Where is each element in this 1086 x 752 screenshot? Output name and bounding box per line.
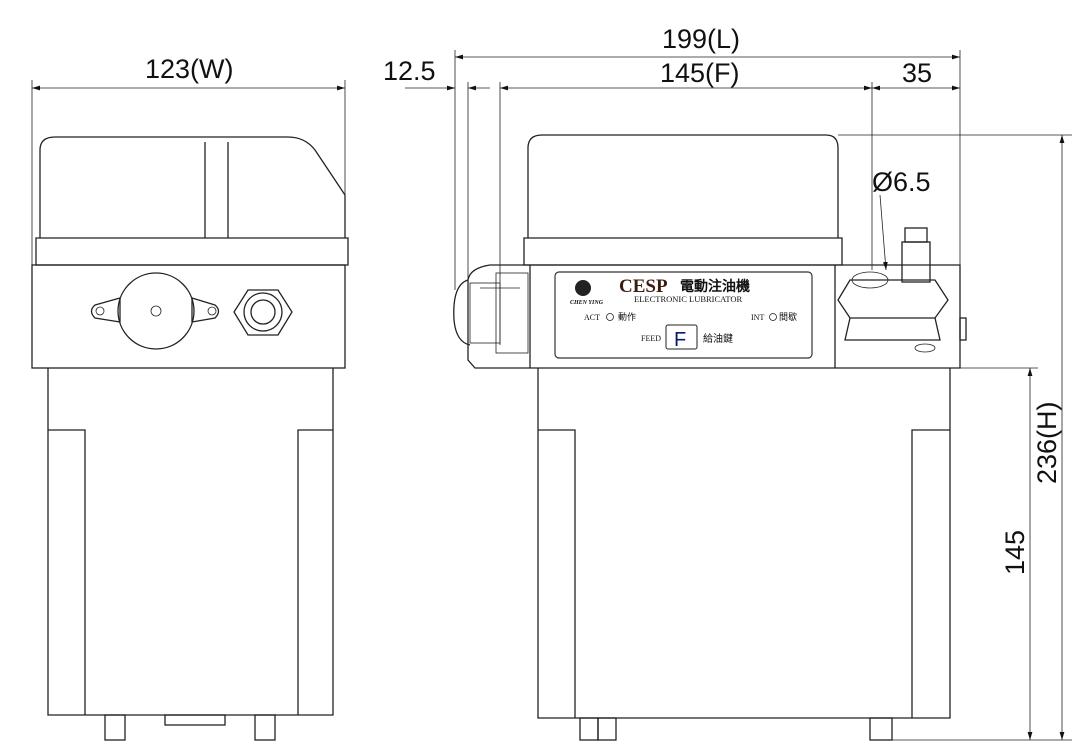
lower-body xyxy=(47,368,334,716)
lid xyxy=(39,136,346,238)
int-led-icon xyxy=(769,313,777,321)
dim-offset: 12.5 xyxy=(383,56,436,86)
side-view: CHEN YING CESP 電動注油機 ELECTRONIC LUBRICAT… xyxy=(453,134,967,741)
dim-height: 236(H) xyxy=(1032,401,1062,484)
lid-flange xyxy=(523,237,843,266)
lid-flange xyxy=(35,237,349,266)
upper-body xyxy=(467,264,961,369)
connector-socket xyxy=(90,272,220,350)
lower-body xyxy=(537,368,951,719)
dim-length: 199(L) xyxy=(662,24,740,54)
outlet-fitting xyxy=(901,227,931,283)
title-cn: 電動注油機 xyxy=(680,278,750,294)
feed-label: FEED xyxy=(641,334,661,343)
lid xyxy=(527,134,839,238)
side-connector xyxy=(453,272,529,354)
dim-body-height: 145 xyxy=(1000,530,1030,575)
act-cn: 動作 xyxy=(618,311,636,322)
act-label: ACT xyxy=(584,313,600,322)
dim-diameter: Ø6.5 xyxy=(872,167,931,197)
dimensions: 123(W) 199(L) 12.5 145(F) 35 Ø6.5 236(H)… xyxy=(31,24,1072,741)
nameplate: CHEN YING CESP 電動注油機 ELECTRONIC LUBRICAT… xyxy=(554,271,813,359)
dim-width: 123(W) xyxy=(145,54,234,84)
upper-body xyxy=(31,264,346,369)
feed-button[interactable] xyxy=(665,324,698,350)
reservoir-cap xyxy=(837,271,949,353)
feed-key: F xyxy=(674,329,686,351)
act-led-icon xyxy=(606,313,614,321)
front-view xyxy=(31,136,349,741)
feed-cn: 給油鍵 xyxy=(703,332,733,345)
cable-gland xyxy=(233,289,293,336)
subtitle: ELECTRONIC LUBRICATOR xyxy=(634,294,743,304)
brand-label: CHEN YING xyxy=(570,300,604,306)
model-label: CESP xyxy=(619,276,668,297)
int-cn: 間歇 xyxy=(779,311,797,322)
chen-ying-logo-icon xyxy=(575,280,591,296)
dim-front: 145(F) xyxy=(660,58,740,88)
dim-side: 35 xyxy=(902,58,932,88)
int-label: INT xyxy=(751,313,764,322)
